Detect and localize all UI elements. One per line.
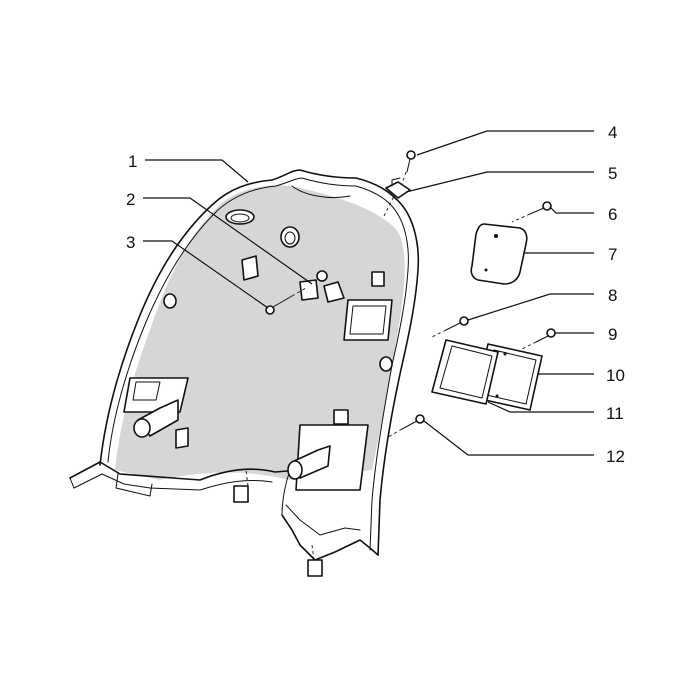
bottom-flange-left [69, 461, 301, 481]
top-notch [291, 185, 351, 199]
round-hole-center [280, 226, 300, 248]
callout-5: 5 [608, 164, 617, 183]
inner-panel-outline [99, 169, 420, 556]
bottom-flange-left-inner [73, 473, 273, 491]
leader-3 [143, 240, 269, 309]
inner-panel-shading [115, 185, 405, 480]
leader-12 [423, 420, 594, 456]
clip-b [323, 281, 345, 303]
hook-right-end [287, 460, 303, 480]
oval-hole-left-inner [230, 213, 250, 223]
assembly-line-b [311, 544, 315, 561]
leader-4 [416, 130, 594, 156]
callout-1: 1 [128, 152, 137, 171]
rect-opening-right [343, 299, 393, 341]
part-4-screw [401, 150, 416, 185]
part-2-clip [299, 270, 328, 301]
callout-3: 3 [126, 233, 135, 252]
part-5-clip [385, 177, 411, 199]
assembly-line-a [245, 469, 249, 487]
callout-labels: 1 2 3 4 5 6 7 8 9 10 11 12 [126, 123, 625, 466]
part-9-screw [519, 328, 556, 351]
callout-6: 6 [608, 205, 617, 224]
part-3-screw [265, 287, 307, 315]
part-8-screw [429, 316, 469, 339]
round-hole-center-inner [284, 231, 296, 245]
callout-7: 7 [608, 245, 617, 264]
hook-left-end [133, 418, 151, 438]
callout-8: 8 [608, 286, 617, 305]
part-11-panel [431, 339, 499, 405]
clip-d [333, 409, 349, 425]
left-tab [69, 473, 153, 497]
leader-11 [487, 401, 594, 413]
callout-9: 9 [608, 325, 617, 344]
assembly-line-c [383, 195, 395, 217]
inner-panel-rim [107, 177, 409, 551]
part-6-screw [511, 201, 552, 223]
callout-12: 12 [606, 447, 625, 466]
leader-1 [145, 159, 249, 183]
peg-right [379, 356, 393, 372]
callout-10: 10 [606, 366, 625, 385]
rect-opening-right-inner [349, 305, 387, 335]
leader-8 [467, 293, 594, 321]
bottom-flange-right [281, 514, 379, 561]
callout-11: 11 [606, 404, 624, 423]
loose-clip-bottom-left [233, 485, 249, 503]
leader-2 [143, 197, 313, 285]
rect-opening-left-inner [132, 381, 161, 401]
bottom-flange-right-inner [285, 504, 361, 536]
leader-5 [405, 171, 594, 193]
part-7-cover [470, 223, 528, 285]
callout-4: 4 [608, 123, 617, 142]
clip-e [175, 427, 189, 449]
peg-left [163, 293, 177, 309]
callout-2: 2 [126, 190, 135, 209]
loose-clip-bottom-right [307, 559, 323, 577]
clip-a [241, 255, 259, 281]
part-12-screw [387, 414, 425, 438]
leader-6 [549, 206, 594, 214]
leader-lines [143, 130, 594, 456]
inner-panel-part-1 [69, 169, 420, 577]
clip-c [371, 271, 385, 287]
